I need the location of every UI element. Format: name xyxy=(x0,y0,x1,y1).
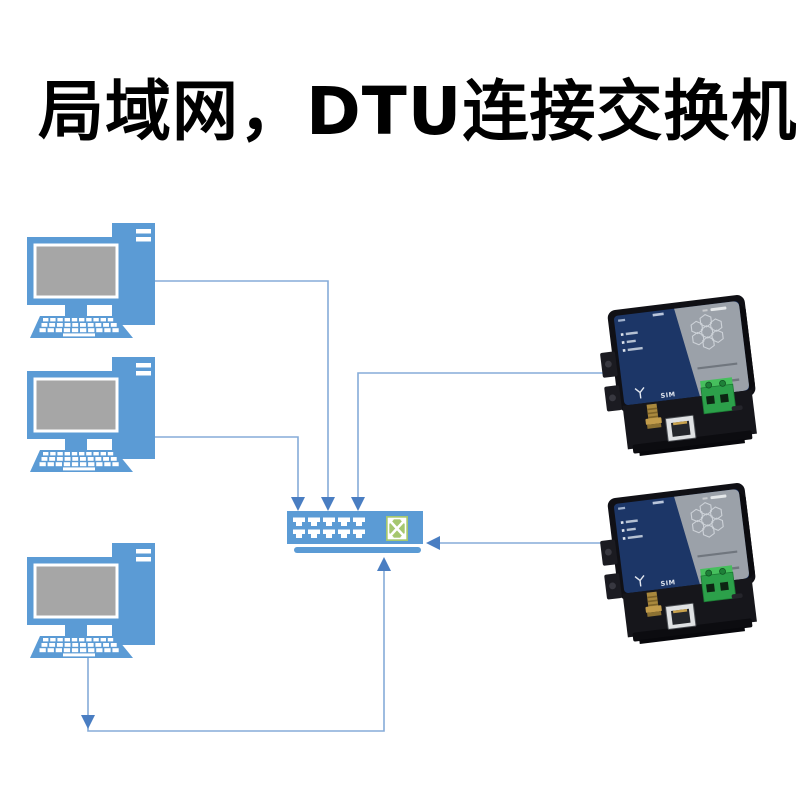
arrowhead-down-icon xyxy=(351,497,365,511)
arrowhead-down-icon xyxy=(291,497,305,511)
connection-arrowheads xyxy=(81,497,440,729)
dtu-hardware-icon xyxy=(595,482,762,647)
dtu-device-2: SIM xyxy=(595,482,762,647)
crossed-arrows-icon xyxy=(386,516,408,541)
arrowhead-down-icon xyxy=(321,497,335,511)
computer-1-icon xyxy=(27,223,155,338)
connection-computer3-switch xyxy=(87,571,385,732)
switch-ports xyxy=(293,517,365,538)
computer-2-icon xyxy=(27,357,155,472)
connection-computer1-switch xyxy=(155,280,329,497)
arrowhead-down-icon xyxy=(81,715,95,729)
arrowhead-up-icon xyxy=(377,557,391,571)
dtu-device-1: SIM xyxy=(595,294,762,459)
sim-label: SIM xyxy=(660,390,676,400)
connection-computer2-switch xyxy=(155,436,299,497)
connection-lines xyxy=(87,280,604,732)
sim-label: SIM xyxy=(660,578,676,588)
page-title: 局域网，DTU连接交换机 xyxy=(38,73,798,150)
arrowhead-left-icon xyxy=(426,536,440,550)
dtu-hardware-icon xyxy=(595,294,762,459)
computer-3-icon xyxy=(27,543,155,658)
ethernet-switch xyxy=(287,511,423,553)
connection-dtu1-switch xyxy=(357,372,604,497)
